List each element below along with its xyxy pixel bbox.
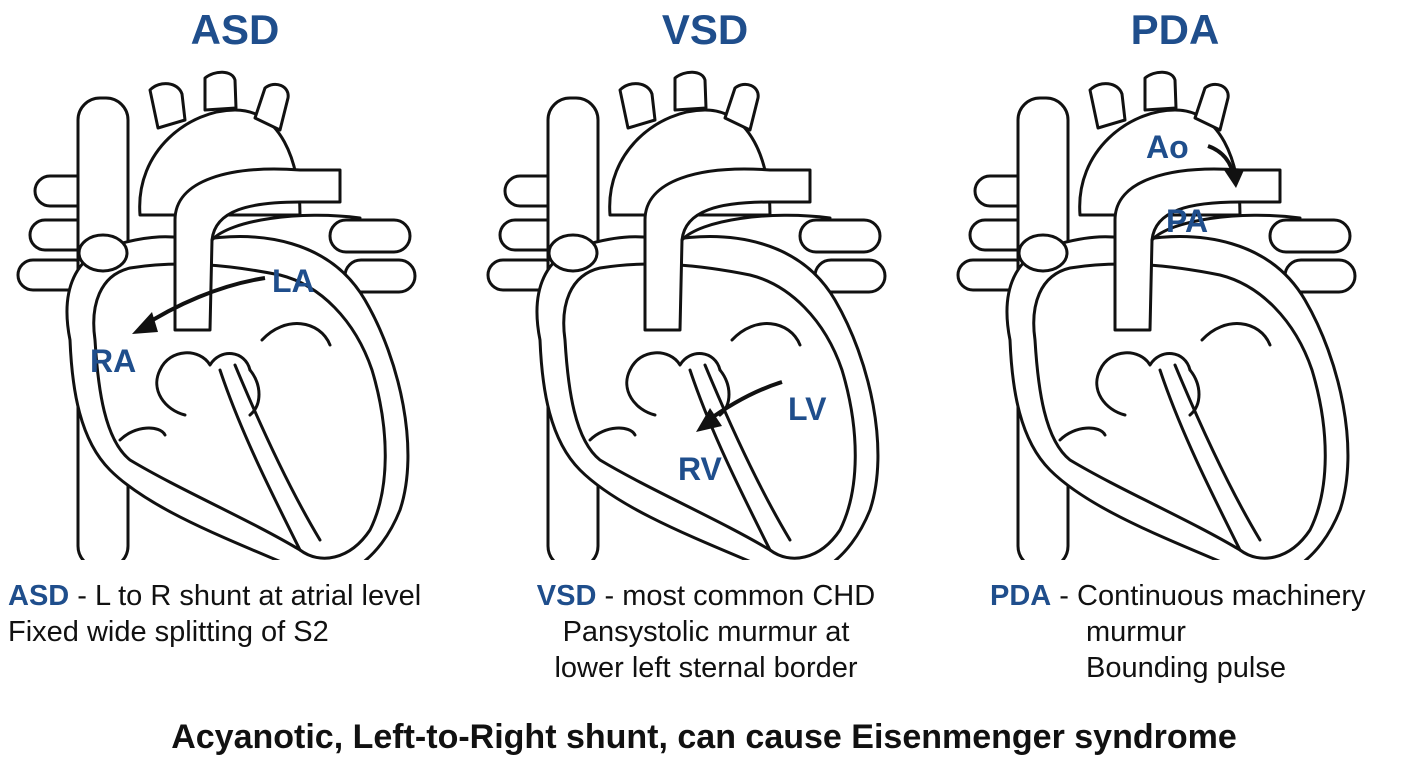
pda-caption-line1: Continuous machinery <box>1077 580 1366 612</box>
pda-caption-line2: murmur <box>1086 616 1186 648</box>
asd-caption-line1: L to R shunt at atrial level <box>95 580 422 612</box>
vsd-caption-sep: - <box>596 580 623 612</box>
vsd-arrowhead <box>696 408 722 432</box>
asd-caption-keyword: ASD <box>8 580 70 612</box>
vsd-chamber-lower: RV <box>678 451 723 487</box>
vsd-caption-line2: Pansystolic murmur at <box>562 616 850 648</box>
asd-heart-diagram: LA RA <box>16 70 417 560</box>
asd-arrowhead <box>132 312 158 334</box>
pda-chamber-lower: PA <box>1166 203 1208 239</box>
pda-title: PDA <box>1130 6 1220 53</box>
asd-panel: ASD LA RA ASD - L to R shunt at atrial l… <box>0 0 470 700</box>
asd-caption-line2: Fixed wide splitting of S2 <box>8 616 329 648</box>
vsd-chamber-upper: LV <box>788 391 827 427</box>
asd-chamber-upper: LA <box>272 263 315 299</box>
pda-caption-sep: - <box>1051 580 1078 612</box>
asd-chamber-lower: RA <box>90 343 136 379</box>
asd-caption-sep: - <box>69 580 96 612</box>
pda-caption-keyword: PDA <box>990 580 1052 612</box>
footer-summary: Acyanotic, Left-to-Right shunt, can caus… <box>171 718 1237 756</box>
pda-caption: PDA - Continuous machinery murmur Boundi… <box>990 578 1366 686</box>
asd-caption: ASD - L to R shunt at atrial level Fixed… <box>8 578 421 650</box>
asd-title: ASD <box>190 6 280 53</box>
vsd-caption-line3: lower left sternal border <box>554 652 858 684</box>
vsd-heart-diagram: LV RV <box>486 70 887 560</box>
vsd-panel: VSD LV RV VSD - most common CHD Pansysto… <box>470 0 940 700</box>
pda-caption-line3: Bounding pulse <box>1086 652 1286 684</box>
pda-panel: PDA Ao PA PDA - Continuous machinery mur… <box>940 0 1408 700</box>
vsd-caption-line1: most common CHD <box>622 580 876 612</box>
vsd-caption-keyword: VSD <box>536 580 597 612</box>
vsd-caption: VSD - most common CHD Pansystolic murmur… <box>516 578 896 686</box>
pda-arrowhead <box>1224 170 1244 188</box>
pda-heart-diagram: Ao PA <box>956 70 1357 560</box>
pda-chamber-upper: Ao <box>1146 129 1189 165</box>
vsd-title: VSD <box>661 6 749 53</box>
